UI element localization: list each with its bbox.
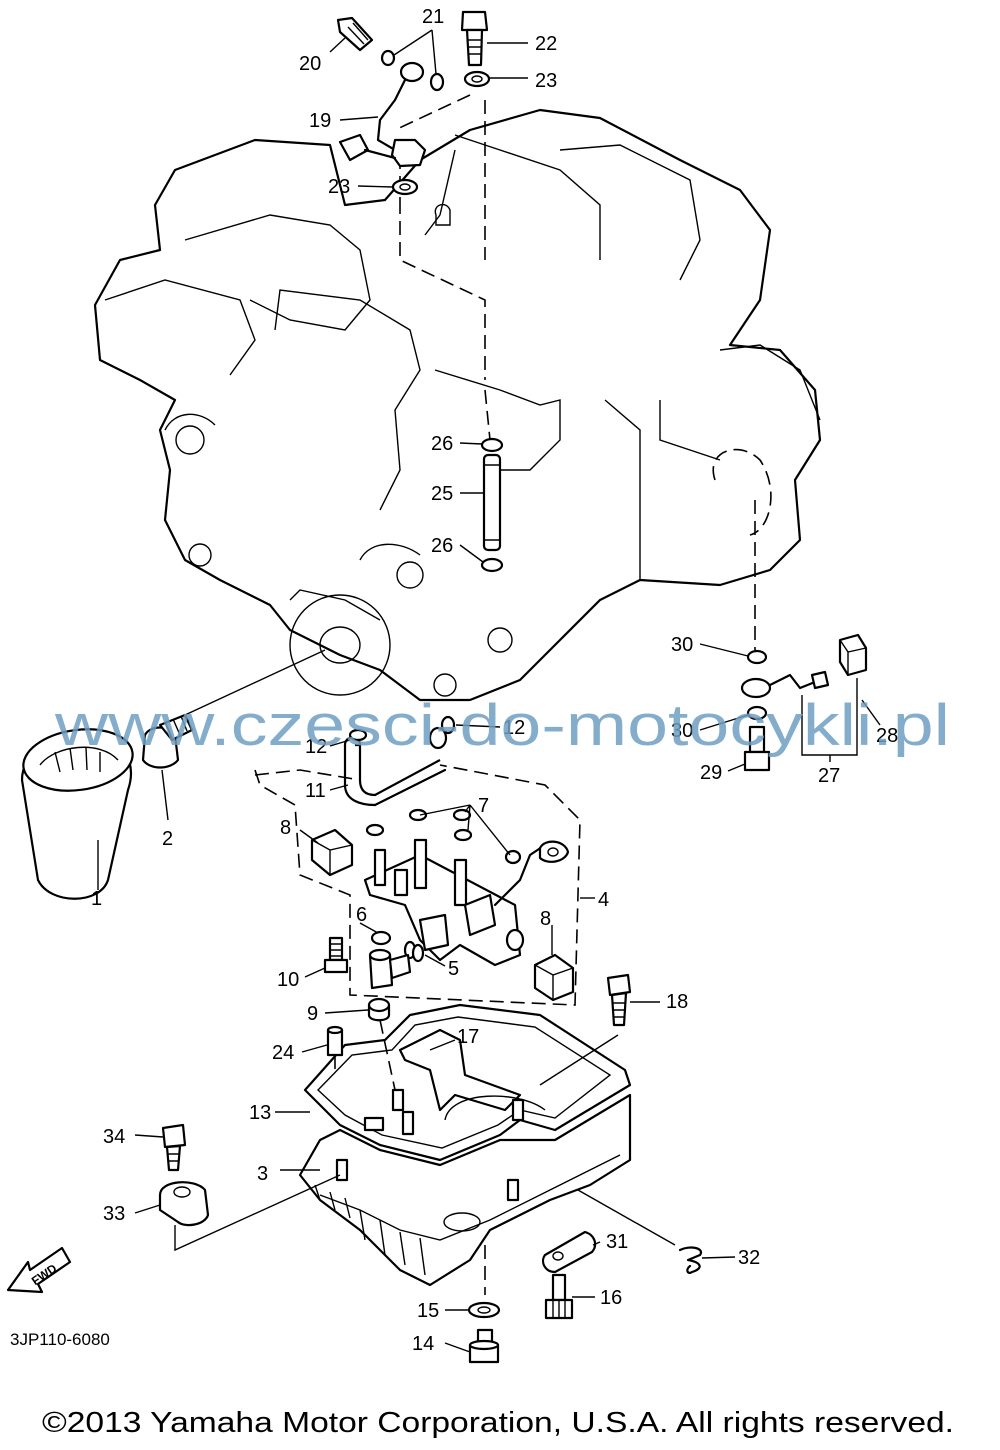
collar-guide bbox=[379, 1019, 396, 1091]
callout-3: 3 bbox=[257, 1163, 268, 1185]
part-24-dowel bbox=[326, 1025, 344, 1057]
part-6-o-ring bbox=[370, 930, 392, 946]
callout-13: 13 bbox=[249, 1102, 271, 1124]
callout-5: 5 bbox=[448, 958, 459, 980]
callout-25: 25 bbox=[431, 483, 453, 505]
filter-guide-line bbox=[184, 649, 326, 716]
part-30-o-rings bbox=[746, 649, 768, 721]
callout-15: 15 bbox=[417, 1300, 439, 1322]
part-27-sender bbox=[740, 670, 830, 699]
part-21-gaskets bbox=[380, 49, 445, 92]
part-16-screw bbox=[544, 1273, 574, 1320]
callout-26b: 26 bbox=[431, 535, 453, 557]
forward-arrow-icon: FWD bbox=[6, 1246, 72, 1294]
part-25-pipe bbox=[482, 453, 502, 552]
callout-4: 4 bbox=[598, 889, 609, 911]
part-15-washer bbox=[467, 1301, 501, 1319]
part-2-stud bbox=[141, 713, 194, 769]
callout-2: 2 bbox=[162, 828, 173, 850]
part-20-union-bolt bbox=[336, 16, 374, 52]
part-14-drain-bolt bbox=[468, 1328, 500, 1364]
part-3-oil-pan bbox=[298, 1088, 632, 1287]
bracket-27-legs bbox=[801, 678, 858, 735]
callout-28: 28 bbox=[876, 725, 898, 747]
callout-1: 1 bbox=[91, 888, 102, 910]
callout-16: 16 bbox=[600, 1287, 622, 1309]
bracket-guide bbox=[174, 1174, 341, 1252]
callout-14: 14 bbox=[412, 1333, 434, 1355]
callout-12a: 12 bbox=[305, 736, 327, 758]
part-26-o-rings bbox=[480, 437, 504, 573]
clip-guide bbox=[577, 1189, 676, 1246]
engine-block bbox=[93, 94, 822, 702]
copyright-notice: ©2013 Yamaha Motor Corporation, U.S.A. A… bbox=[42, 1407, 954, 1439]
part-32-clip bbox=[678, 1246, 703, 1274]
callout-19: 19 bbox=[309, 110, 331, 132]
watermark: www.czesci-do-motocykli.pl bbox=[54, 693, 950, 758]
callout-8b: 8 bbox=[540, 908, 551, 930]
assembly-4-boundary bbox=[254, 764, 581, 1006]
callout-22: 22 bbox=[535, 33, 557, 55]
part-34-bolt bbox=[161, 1123, 187, 1172]
part-22-bolt bbox=[460, 10, 489, 67]
callout-20: 20 bbox=[299, 53, 321, 75]
callout-30b: 30 bbox=[671, 720, 693, 742]
part-29-bolt bbox=[743, 725, 771, 772]
part-18-bolt bbox=[606, 973, 632, 1027]
callout-11: 11 bbox=[305, 780, 326, 802]
callout-34: 34 bbox=[103, 1126, 125, 1148]
leader-lines bbox=[97, 29, 881, 1353]
callout-17: 17 bbox=[457, 1026, 479, 1048]
part-28-grommet bbox=[838, 633, 868, 677]
part-1-oil-filter bbox=[20, 728, 134, 900]
callout-12b: 12 bbox=[503, 717, 525, 739]
callout-31: 31 bbox=[606, 1231, 628, 1253]
callout-10: 10 bbox=[277, 969, 299, 991]
part-33-bracket bbox=[158, 1181, 210, 1227]
assembly-4-boundary-top bbox=[254, 769, 361, 781]
callout-21: 21 bbox=[422, 6, 444, 28]
callout-9: 9 bbox=[307, 1003, 318, 1025]
drawing-code: 3JP110-6080 bbox=[10, 1330, 110, 1349]
engine-fitting bbox=[434, 203, 451, 226]
callout-24: 24 bbox=[272, 1042, 294, 1064]
part-9-collar bbox=[367, 948, 412, 1022]
part-7-o-rings bbox=[365, 808, 522, 865]
callout-27: 27 bbox=[818, 765, 840, 787]
callout-33: 33 bbox=[103, 1203, 125, 1225]
callout-23b: 23 bbox=[328, 176, 350, 198]
callout-7: 7 bbox=[478, 795, 489, 817]
callout-18: 18 bbox=[666, 991, 688, 1013]
part-4-strainer-housing bbox=[363, 838, 570, 967]
callout-26a: 26 bbox=[431, 433, 453, 455]
part-10-bolt bbox=[323, 936, 349, 974]
part-31-plate bbox=[541, 1230, 597, 1274]
part-8-dampers bbox=[310, 828, 575, 1002]
callout-30a: 30 bbox=[671, 634, 693, 656]
callout-6: 6 bbox=[356, 904, 367, 926]
part-12-o-rings bbox=[348, 715, 456, 742]
callout-labels: 1 2 3 4 5 6 7 8 8 9 10 11 12 12 13 14 15… bbox=[91, 6, 898, 1355]
callout-8a: 8 bbox=[280, 817, 291, 839]
callout-23a: 23 bbox=[535, 70, 557, 92]
part-19-oil-pipe bbox=[338, 61, 427, 168]
callout-29: 29 bbox=[700, 762, 722, 784]
callout-32: 32 bbox=[738, 1247, 760, 1269]
bolt-18-guide bbox=[539, 1034, 619, 1086]
